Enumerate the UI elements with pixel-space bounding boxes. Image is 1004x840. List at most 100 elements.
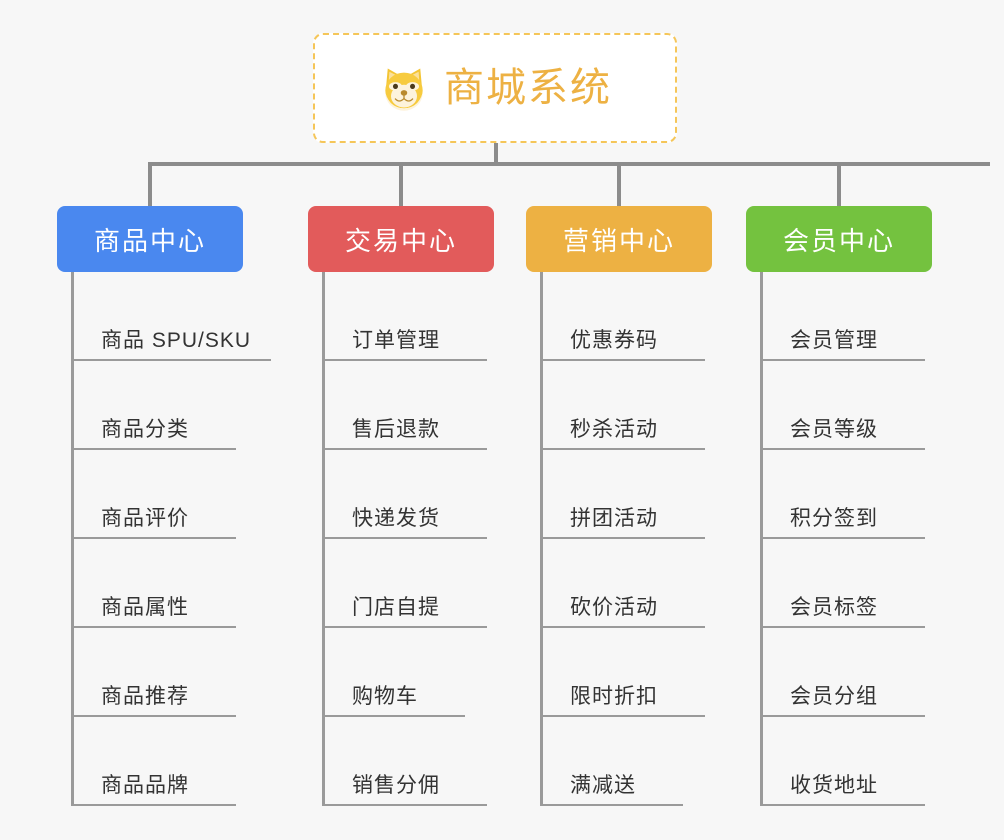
item-label: 销售分佣 <box>352 773 440 797</box>
item-label: 会员等级 <box>790 417 878 441</box>
item-label: 购物车 <box>352 684 418 708</box>
category-column-product: 商品中心 商品 SPU/SKU 商品分类 商品评价 商品属性 商品推荐 <box>57 206 271 806</box>
item-rule <box>322 359 487 361</box>
shiba-dog-face-icon <box>378 62 430 114</box>
item-label: 限时折扣 <box>570 684 658 708</box>
list-item[interactable]: 快递发货 <box>322 450 494 539</box>
item-label: 积分签到 <box>790 506 878 530</box>
category-items-marketing: 优惠券码 秒杀活动 拼团活动 砍价活动 限时折扣 满减送 <box>540 272 712 806</box>
category-items-product: 商品 SPU/SKU 商品分类 商品评价 商品属性 商品推荐 商品品牌 <box>71 272 271 806</box>
item-rule <box>540 626 705 628</box>
item-label: 商品分类 <box>101 417 189 441</box>
connector-drop-1 <box>148 164 152 208</box>
root-title: 商城系统 <box>444 66 612 110</box>
item-rule <box>540 448 705 450</box>
category-column-member: 会员中心 会员管理 会员等级 积分签到 会员标签 会员分组 <box>746 206 932 806</box>
root-node[interactable]: 商城系统 <box>313 33 677 143</box>
list-item[interactable]: 商品推荐 <box>71 628 243 717</box>
item-label: 商品 SPU/SKU <box>101 328 252 352</box>
list-item[interactable]: 优惠券码 <box>540 272 712 361</box>
item-label: 商品推荐 <box>101 684 189 708</box>
list-item[interactable]: 积分签到 <box>760 450 932 539</box>
category-header-marketing[interactable]: 营销中心 <box>526 206 712 272</box>
category-title: 营销中心 <box>562 225 675 256</box>
category-title: 商品中心 <box>93 225 206 256</box>
connector-drop-2 <box>399 164 403 208</box>
item-rule <box>71 448 236 450</box>
item-rule <box>71 715 236 717</box>
item-rule <box>71 626 236 628</box>
item-label: 订单管理 <box>352 328 440 352</box>
item-label: 会员管理 <box>790 328 878 352</box>
category-items-member: 会员管理 会员等级 积分签到 会员标签 会员分组 收货地址 <box>760 272 932 806</box>
item-rule <box>540 804 683 806</box>
list-item[interactable]: 商品属性 <box>71 539 243 628</box>
trunk-line <box>760 272 763 806</box>
connector-horizontal-bus <box>148 162 990 166</box>
item-rule <box>71 359 271 361</box>
trunk-line <box>322 272 325 806</box>
item-rule <box>760 626 925 628</box>
item-label: 砍价活动 <box>570 595 658 619</box>
trunk-line <box>71 272 74 806</box>
category-header-product[interactable]: 商品中心 <box>57 206 243 272</box>
list-item[interactable]: 商品品牌 <box>71 717 243 806</box>
item-rule <box>322 715 465 717</box>
item-rule <box>322 448 487 450</box>
connector-root-stem <box>494 143 498 165</box>
item-label: 快递发货 <box>352 506 440 530</box>
item-label: 会员标签 <box>790 595 878 619</box>
list-item[interactable]: 满减送 <box>540 717 712 806</box>
list-item[interactable]: 售后退款 <box>322 361 494 450</box>
item-label: 商品品牌 <box>101 773 189 797</box>
item-label: 商品属性 <box>101 595 189 619</box>
item-label: 售后退款 <box>352 417 440 441</box>
item-rule <box>322 537 487 539</box>
item-rule <box>540 359 705 361</box>
category-items-trade: 订单管理 售后退款 快递发货 门店自提 购物车 销售分佣 <box>322 272 494 806</box>
item-label: 商品评价 <box>101 506 189 530</box>
list-item[interactable]: 砍价活动 <box>540 539 712 628</box>
item-rule <box>71 804 236 806</box>
item-rule <box>760 715 925 717</box>
item-rule <box>322 804 487 806</box>
item-label: 优惠券码 <box>570 328 658 352</box>
list-item[interactable]: 收货地址 <box>760 717 932 806</box>
category-column-marketing: 营销中心 优惠券码 秒杀活动 拼团活动 砍价活动 限时折扣 <box>526 206 712 806</box>
connector-drop-3 <box>617 164 621 208</box>
list-item[interactable]: 购物车 <box>322 628 494 717</box>
item-rule <box>540 537 705 539</box>
trunk-line <box>540 272 543 806</box>
item-rule <box>540 715 705 717</box>
category-header-trade[interactable]: 交易中心 <box>308 206 494 272</box>
item-rule <box>760 804 925 806</box>
item-label: 收货地址 <box>790 773 878 797</box>
list-item[interactable]: 订单管理 <box>322 272 494 361</box>
list-item[interactable]: 拼团活动 <box>540 450 712 539</box>
category-column-trade: 交易中心 订单管理 售后退款 快递发货 门店自提 购物车 <box>308 206 494 806</box>
category-title: 会员中心 <box>782 225 895 256</box>
list-item[interactable]: 销售分佣 <box>322 717 494 806</box>
item-rule <box>760 537 925 539</box>
category-header-member[interactable]: 会员中心 <box>746 206 932 272</box>
item-rule <box>71 537 236 539</box>
list-item[interactable]: 门店自提 <box>322 539 494 628</box>
list-item[interactable]: 商品评价 <box>71 450 243 539</box>
list-item[interactable]: 商品分类 <box>71 361 243 450</box>
list-item[interactable]: 会员等级 <box>760 361 932 450</box>
item-rule <box>760 448 925 450</box>
list-item[interactable]: 会员分组 <box>760 628 932 717</box>
list-item[interactable]: 限时折扣 <box>540 628 712 717</box>
item-rule <box>760 359 925 361</box>
list-item[interactable]: 会员标签 <box>760 539 932 628</box>
item-label: 拼团活动 <box>570 506 658 530</box>
list-item[interactable]: 会员管理 <box>760 272 932 361</box>
item-label: 会员分组 <box>790 684 878 708</box>
item-rule <box>322 626 487 628</box>
item-label: 满减送 <box>570 773 636 797</box>
list-item[interactable]: 商品 SPU/SKU <box>71 272 271 361</box>
item-label: 秒杀活动 <box>570 417 658 441</box>
connector-drop-4 <box>837 164 841 208</box>
list-item[interactable]: 秒杀活动 <box>540 361 712 450</box>
